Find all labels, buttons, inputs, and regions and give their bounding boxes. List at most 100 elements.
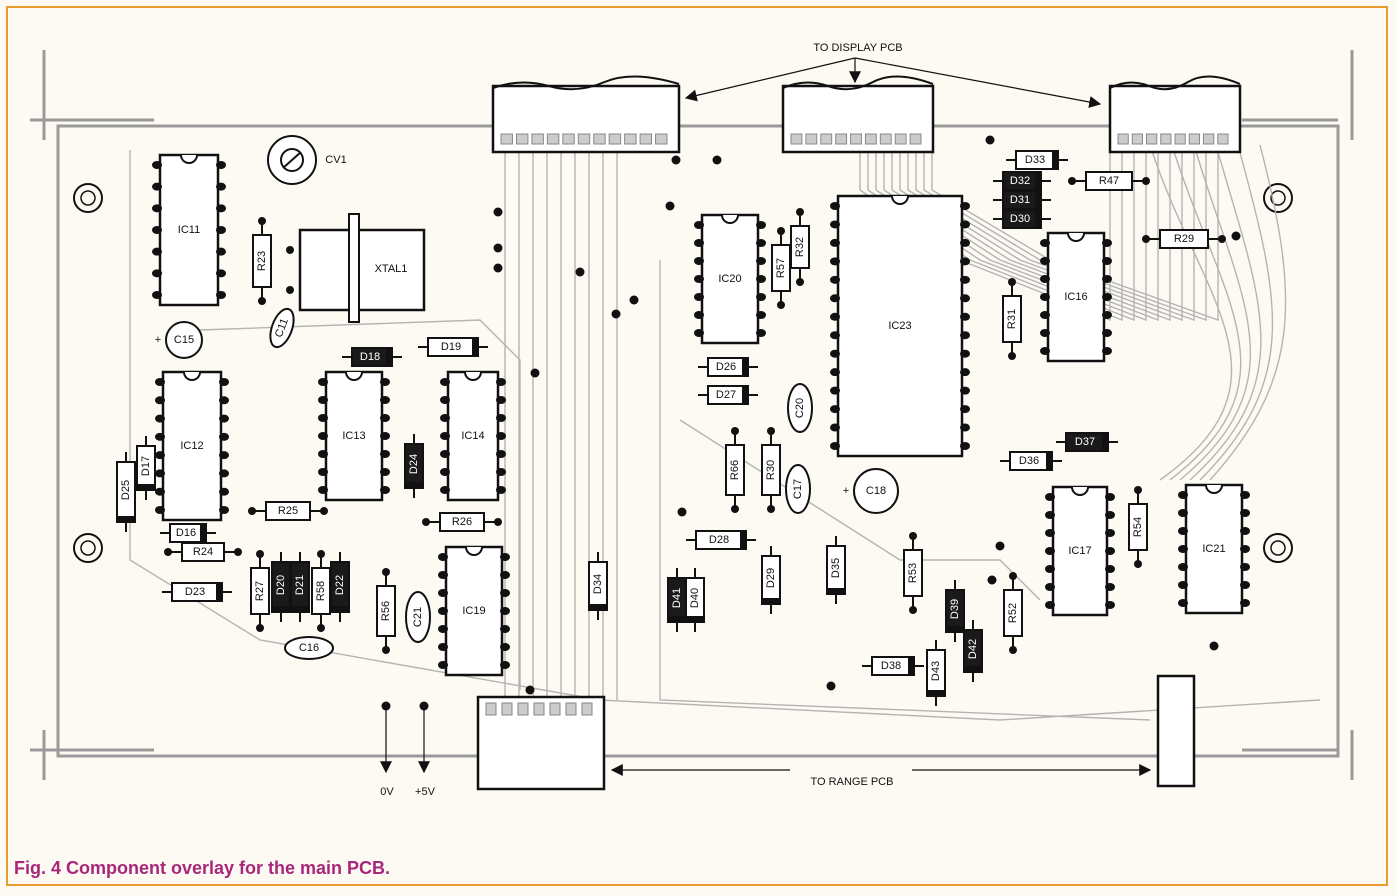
resistor-r25: R25	[248, 501, 328, 521]
diode-d34: D34	[588, 552, 608, 620]
arrows	[380, 57, 1152, 776]
diode-d38: D38	[862, 656, 924, 676]
resistor-r30: R30	[761, 427, 781, 513]
diode-label: D20	[275, 575, 287, 595]
resistor-r54: R54	[1128, 486, 1148, 568]
diode-d40: D40	[685, 568, 705, 632]
ic-label: IC17	[1068, 545, 1091, 557]
diode-label: D34	[592, 574, 604, 594]
label-to-range-pcb: TO RANGE PCB	[811, 776, 894, 788]
ic-ic20: IC20	[694, 213, 766, 345]
diode-label: D19	[441, 341, 461, 353]
ic-ic23: IC23	[830, 194, 970, 458]
resistor-r47: R47	[1068, 171, 1150, 191]
resistor-r53: R53	[903, 532, 923, 614]
ic-ic14: IC14	[440, 370, 506, 502]
resistor-label: R25	[278, 505, 298, 517]
resistor-label: R26	[452, 516, 472, 528]
diode-d24: D24	[404, 434, 424, 498]
diode-d37: D37	[1056, 432, 1118, 452]
diode-d29: D29	[761, 546, 781, 614]
corner-mark	[30, 730, 154, 780]
diode-label: D23	[185, 586, 205, 598]
diode-label: D39	[949, 599, 961, 619]
connector-display-1	[491, 75, 681, 154]
capacitor-c18: + C18	[843, 468, 899, 514]
diode-label: D27	[716, 389, 736, 401]
diode-d31: D31	[993, 190, 1051, 210]
resistor-r57: R57	[771, 227, 791, 309]
diode-d43: D43	[926, 640, 946, 706]
ic-label: IC14	[461, 430, 484, 442]
diode-d30: D30	[993, 209, 1051, 229]
label-to-display-pcb: TO DISPLAY PCB	[813, 42, 902, 54]
diode-label: D16	[176, 527, 196, 539]
capacitor-label: C20	[794, 398, 806, 418]
polarity-mark: +	[155, 334, 161, 346]
connector-range-1	[476, 695, 606, 791]
resistor-label: R31	[1006, 309, 1018, 329]
ic-label: IC20	[718, 273, 741, 285]
resistor-label: R66	[729, 460, 741, 480]
label-0v: 0V	[380, 786, 394, 798]
ic-ic21: IC21	[1178, 483, 1250, 615]
diode-d22: D22	[330, 552, 350, 622]
ic-label: IC19	[462, 605, 485, 617]
diode-d28: D28	[686, 530, 756, 550]
ic-ic13: IC13	[318, 370, 390, 502]
connector-range-2	[1156, 674, 1196, 788]
ic-label: IC16	[1064, 291, 1087, 303]
diode-label: D32	[1010, 175, 1030, 187]
trimmer-cv1: CV1	[267, 135, 347, 185]
ic-label: IC11	[178, 224, 200, 236]
polarity-mark: +	[843, 485, 849, 497]
capacitor-label: C18	[866, 485, 886, 497]
resistor-label: R29	[1174, 233, 1194, 245]
resistor-label: R24	[193, 546, 213, 558]
resistor-r58: R58	[311, 550, 331, 632]
resistor-r27: R27	[250, 550, 270, 632]
ic-label: IC21	[1202, 543, 1225, 555]
resistor-r24: R24	[164, 542, 242, 562]
diode-d25: D25	[116, 452, 136, 532]
diode-label: D41	[671, 588, 683, 608]
diode-label: D28	[709, 534, 729, 546]
diode-d23: D23	[162, 582, 232, 602]
resistor-label: R53	[907, 563, 919, 583]
diode-label: D25	[120, 480, 132, 500]
diode-d39: D39	[945, 580, 965, 642]
mounting-hole	[73, 183, 103, 213]
resistor-label: R27	[254, 581, 266, 601]
diode-label: D33	[1025, 154, 1045, 166]
figure-caption: Fig. 4 Component overlay for the main PC…	[14, 858, 391, 878]
capacitor-c11: C11	[269, 307, 295, 349]
ic-label: IC13	[342, 430, 365, 442]
corner-mark	[1242, 50, 1354, 140]
diode-d35: D35	[826, 536, 846, 604]
capacitor-label: C21	[412, 607, 424, 627]
capacitor-label: C17	[792, 479, 804, 499]
connector-display-2	[781, 75, 935, 154]
resistor-r56: R56	[376, 568, 396, 654]
resistor-r66: R66	[725, 427, 745, 513]
diode-d42: D42	[963, 620, 983, 682]
diode-label: D30	[1010, 213, 1030, 225]
ic-ic12: IC12	[155, 370, 229, 522]
resistor-label: R56	[380, 601, 392, 621]
resistor-label: R32	[794, 237, 806, 257]
capacitor-c21: C21	[405, 591, 431, 643]
corner-mark	[1242, 730, 1354, 780]
capacitor-c15: +C15	[155, 321, 203, 359]
connector-display-3	[1108, 75, 1242, 154]
label-plus-5v: +5V	[415, 786, 436, 798]
diode-d16: D16	[160, 523, 216, 543]
diode-label: D26	[716, 361, 736, 373]
ic-label: IC23	[888, 320, 911, 332]
diode-label: D29	[765, 568, 777, 588]
diode-label: D35	[830, 558, 842, 578]
diode-d33: D33	[1006, 150, 1068, 170]
resistor-r52: R52	[1003, 572, 1023, 654]
diode-d19: D19	[418, 337, 488, 357]
mounting-hole	[1263, 533, 1293, 563]
